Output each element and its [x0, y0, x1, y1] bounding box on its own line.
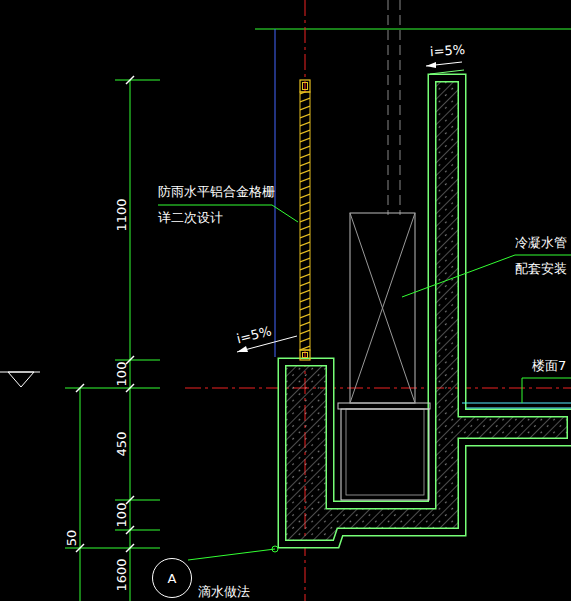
dimension-value: 1600 [115, 558, 128, 591]
slope-note: i=5% [430, 43, 466, 58]
detail-callout-circle: A [152, 558, 192, 598]
note-text: 配套安装 [515, 262, 567, 275]
dimension-value: 100 [115, 362, 128, 387]
dimension-value: 50 [65, 530, 78, 547]
note-text: 详二次设计 [158, 211, 223, 224]
callout-letter: A [168, 571, 177, 586]
detail-title: 滴水做法 [198, 585, 250, 598]
floor-label: 楼面7 [532, 359, 566, 372]
note-text: 冷凝水管 [515, 236, 567, 249]
dimension-value: 100 [115, 503, 128, 528]
dimension-value: 450 [115, 432, 128, 457]
dimension-value: 1100 [115, 198, 128, 231]
note-text: 防雨水平铝合金格栅 [158, 185, 275, 198]
slope-note: i=5% [235, 324, 272, 345]
